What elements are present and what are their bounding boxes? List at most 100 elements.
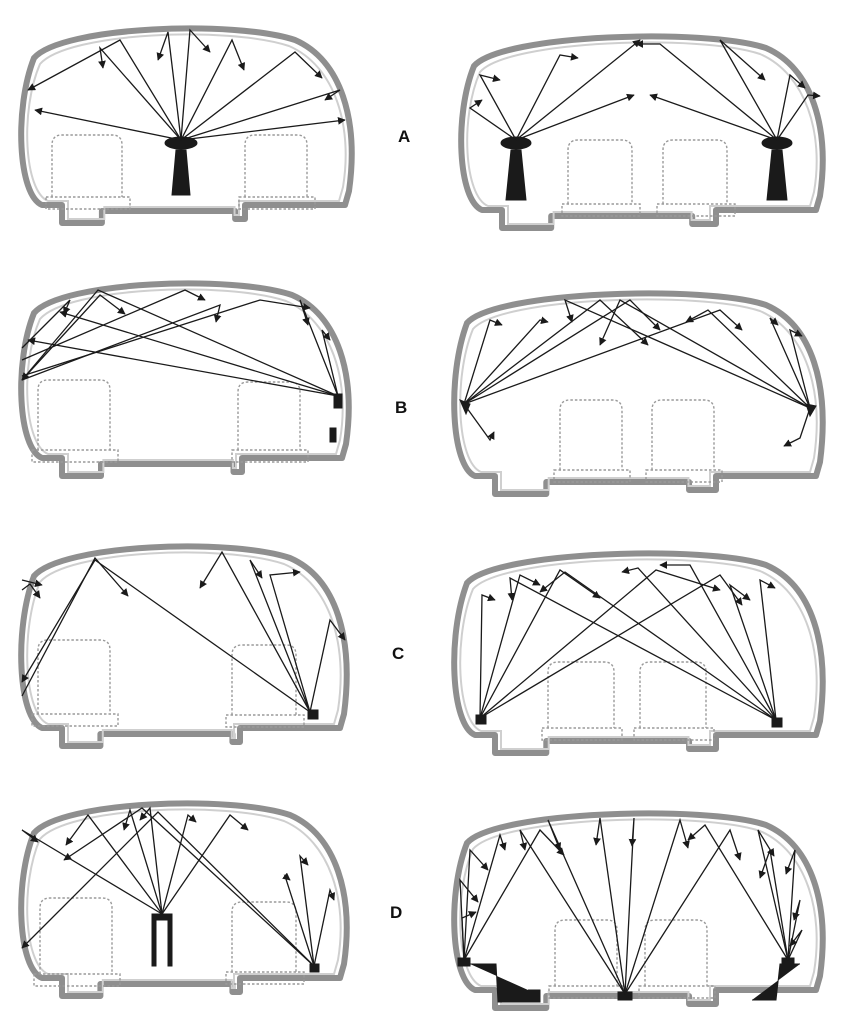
light-ray [463, 316, 549, 405]
light-ray [463, 848, 489, 961]
light-ray [199, 550, 311, 713]
light-ray [635, 40, 778, 141]
light-ray [776, 91, 821, 141]
light-ray [463, 318, 503, 405]
lower-sidewall-fixture [329, 427, 337, 443]
light-ray [463, 299, 661, 405]
cabin-panels [18, 25, 826, 1011]
row-label-a: A [398, 127, 410, 146]
light-ray [180, 116, 346, 141]
light-ray [687, 824, 789, 961]
light-ray [624, 817, 690, 995]
left-column-lamp [500, 136, 532, 150]
light-ray [787, 929, 803, 961]
seat [31, 639, 119, 727]
light-ray [468, 99, 517, 141]
light-ray [463, 403, 495, 442]
light-ray [599, 299, 811, 409]
cabin-hull-inner [26, 808, 342, 993]
light-ray [649, 93, 778, 141]
light-ray [463, 828, 565, 961]
light-ray [776, 73, 806, 141]
seat [225, 644, 305, 728]
light-ray [34, 107, 182, 141]
light-ray [621, 566, 777, 721]
light-ray [309, 618, 346, 713]
light-ray [122, 807, 163, 915]
seat [231, 381, 309, 463]
light-ray [21, 303, 222, 381]
light-ray [784, 849, 796, 961]
floor-corner-fixture [307, 709, 319, 720]
right-floor-duct [752, 963, 800, 1001]
light-ray [563, 298, 811, 409]
light-ray [161, 814, 249, 915]
light-ray [299, 853, 315, 967]
aisle-lamp [151, 913, 173, 921]
cabin-hull [18, 800, 350, 999]
light-ray [624, 817, 637, 995]
light-ray [180, 38, 246, 141]
light-ray [21, 289, 206, 361]
seat [656, 139, 736, 217]
cabin-hull [451, 290, 826, 497]
left-floor-duct [470, 963, 541, 1003]
light-ray [593, 817, 626, 995]
light-ray [759, 578, 777, 721]
seat [553, 399, 631, 483]
light-ray [463, 299, 649, 405]
cabin-hull-inner [26, 288, 344, 473]
light-ray [478, 74, 517, 141]
light-ray [21, 811, 315, 967]
panel-c-right [451, 550, 826, 756]
seat [561, 139, 641, 217]
center-column-fixture [171, 149, 191, 196]
cabin-hull-inner [459, 298, 818, 491]
seat [238, 134, 316, 210]
light-ray [65, 813, 163, 915]
light-ray [321, 329, 339, 397]
light-ray [313, 887, 336, 967]
light-ray [479, 574, 541, 719]
light-ray [180, 51, 323, 141]
cabin-hull-inner [459, 818, 818, 1005]
light-ray [21, 559, 311, 713]
light-ray [21, 299, 311, 377]
light-ray [479, 574, 743, 719]
light-ray [789, 328, 811, 409]
cabin-hull [18, 543, 350, 749]
light-ray [282, 872, 315, 967]
light-ray [249, 559, 311, 713]
cabin-hull-inner [26, 551, 342, 743]
left-column-fixture [505, 149, 527, 201]
light-ray [659, 561, 777, 721]
cabin-hull [18, 280, 352, 479]
light-ray [507, 576, 777, 721]
cabin-hull-inner [459, 558, 818, 750]
light-ray [539, 571, 777, 721]
right-column-fixture [766, 149, 788, 201]
seat [638, 919, 716, 999]
cabin-hull [18, 25, 355, 226]
panel-a-left [18, 25, 355, 226]
right-floor-fixture [771, 717, 783, 728]
light-ray [515, 39, 641, 141]
light-ray [685, 309, 811, 409]
cabin-hull-inner [466, 41, 818, 225]
light-ray [728, 583, 777, 721]
panel-d-right [451, 810, 826, 1011]
light-ray [515, 93, 635, 141]
seat [645, 399, 723, 483]
light-ray [139, 806, 163, 915]
row-label-d: D [390, 903, 402, 922]
light-ray [719, 39, 778, 141]
light-ray [547, 819, 626, 995]
row-labels: A B C D [390, 127, 410, 922]
light-ray [479, 593, 496, 719]
seat [45, 134, 131, 210]
seat [225, 901, 305, 985]
panel-d-left [18, 800, 350, 999]
light-ray [479, 569, 721, 719]
light-ray [21, 289, 339, 397]
